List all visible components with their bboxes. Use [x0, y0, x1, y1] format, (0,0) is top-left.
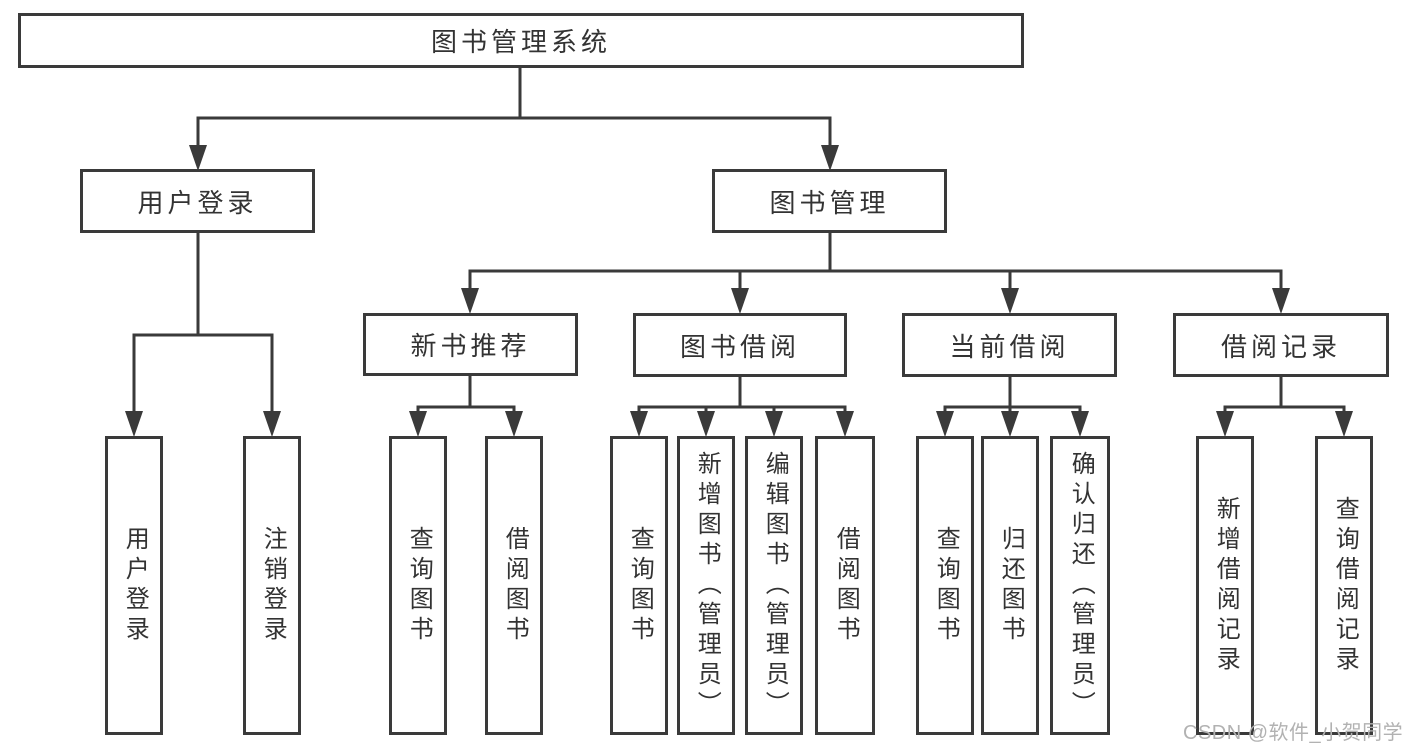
connector-current-borrow-to-leaves [936, 376, 1089, 437]
leaf-logout: 注销登录 [243, 436, 301, 735]
leaf-user-login: 用户登录 [105, 436, 163, 735]
leaf-label: 编辑图书（管理员） [761, 450, 789, 721]
leaf-query-books-borrow: 查询图书 [610, 436, 668, 735]
leaf-label: 新增借阅记录 [1212, 495, 1240, 676]
node-current-borrow: 当前借阅 [902, 313, 1117, 377]
leaf-add-book-admin: 新增图书（管理员） [677, 436, 735, 735]
node-user-login: 用户登录 [80, 169, 315, 233]
connector-book-borrow-to-leaves [630, 376, 854, 437]
leaf-label: 借阅图书 [832, 525, 860, 646]
node-borrow-records: 借阅记录 [1173, 313, 1389, 377]
connector-root-to-level2 [189, 66, 839, 171]
leaf-confirm-return-admin: 确认归还（管理员） [1050, 436, 1110, 735]
leaf-add-borrow-record: 新增借阅记录 [1196, 436, 1254, 735]
leaf-query-books-newbooks: 查询图书 [389, 436, 447, 735]
leaf-label: 查询图书 [405, 525, 433, 646]
leaf-label: 查询图书 [932, 525, 960, 646]
leaf-label: 用户登录 [121, 525, 149, 646]
connector-new-books-to-leaves [409, 375, 523, 437]
leaf-label: 注销登录 [259, 525, 287, 646]
leaf-label: 借阅图书 [501, 525, 529, 646]
node-new-books: 新书推荐 [363, 313, 578, 376]
leaf-label: 新增图书（管理员） [693, 450, 721, 721]
connector-book-mgmt-to-level3 [461, 231, 1290, 314]
node-book-mgmt: 图书管理 [712, 169, 947, 233]
leaf-label: 查询图书 [626, 525, 654, 646]
leaf-query-borrow-record: 查询借阅记录 [1315, 436, 1373, 735]
connector-user-login-to-leaves [125, 231, 281, 437]
leaf-borrow-books-newbooks: 借阅图书 [485, 436, 543, 735]
leaf-label: 归还图书 [997, 525, 1025, 646]
watermark: CSDN @软件_小贺同学 [1183, 722, 1404, 744]
leaf-query-books-current: 查询图书 [916, 436, 974, 735]
leaf-label: 查询借阅记录 [1331, 495, 1359, 676]
leaf-label: 确认归还（管理员） [1067, 450, 1095, 721]
leaf-return-book: 归还图书 [981, 436, 1039, 735]
connector-borrow-records-to-leaves [1216, 376, 1353, 437]
leaf-edit-book-admin: 编辑图书（管理员） [745, 436, 803, 735]
node-book-borrow: 图书借阅 [633, 313, 847, 377]
node-system-root: 图书管理系统 [18, 13, 1024, 68]
leaf-borrow-books-borrow: 借阅图书 [815, 436, 875, 735]
